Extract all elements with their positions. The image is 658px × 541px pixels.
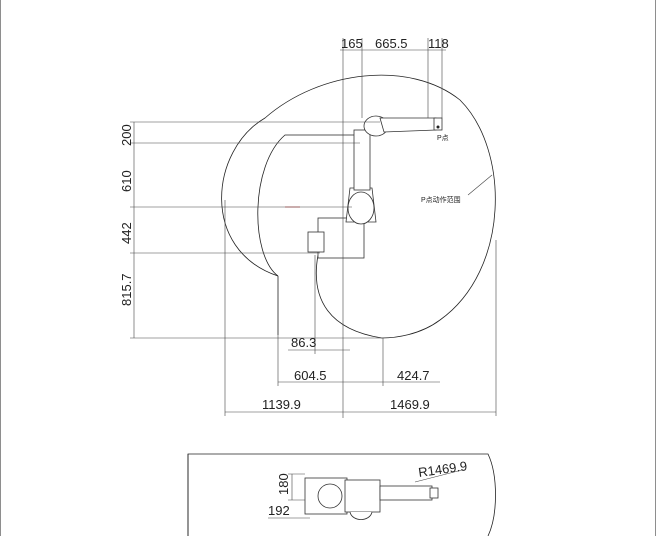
dim-165: 165: [341, 36, 363, 51]
robot-top-arm: [344, 479, 381, 513]
dim-86-3: 86.3: [291, 335, 316, 350]
robot-shoulder: [347, 191, 375, 225]
robot-wrist: [433, 117, 443, 131]
robot-top: [304, 477, 439, 520]
dim-604-5: 604.5: [294, 368, 327, 383]
robot-side: [307, 115, 443, 259]
radius-leader: [414, 469, 463, 483]
side-view: 165 665.5 118 200 610 442 815.7 86.3 604…: [119, 36, 497, 418]
dim-118: 118: [428, 36, 449, 51]
robot-forearm: [379, 117, 437, 133]
robot-base: [317, 217, 365, 259]
dim-180: 180: [276, 473, 291, 495]
p-point-marker: [436, 125, 440, 129]
robot-motor: [307, 231, 325, 253]
dim-610: 610: [119, 170, 134, 192]
robot-top-forearm: [379, 485, 433, 501]
dim-815-7: 815.7: [119, 273, 134, 306]
dim-200: 200: [119, 124, 134, 146]
top-envelope: [187, 453, 496, 537]
dim-1139-9: 1139.9: [262, 397, 301, 412]
work-envelope-outer: [221, 74, 496, 339]
robot-upper-arm: [353, 129, 371, 191]
top-view: R1469.9 180 192: [187, 453, 496, 537]
dim-442: 442: [119, 222, 134, 244]
robot-top-wrist: [429, 487, 439, 499]
work-envelope-lower: [315, 254, 383, 339]
dim-424-7: 424.7: [397, 368, 430, 383]
p-point-label: P点: [437, 134, 449, 142]
work-envelope-inner: [257, 134, 355, 335]
dim-1469-9: 1469.9: [390, 397, 430, 412]
dim-665-5: 665.5: [375, 36, 408, 51]
robot-top-turntable: [317, 483, 343, 509]
robot-top-cable: [349, 511, 373, 520]
radius-label: R1469.9: [417, 458, 468, 480]
range-label: P点动作范围: [421, 195, 461, 204]
range-leader: [467, 174, 493, 196]
dim-192: 192: [268, 503, 290, 518]
